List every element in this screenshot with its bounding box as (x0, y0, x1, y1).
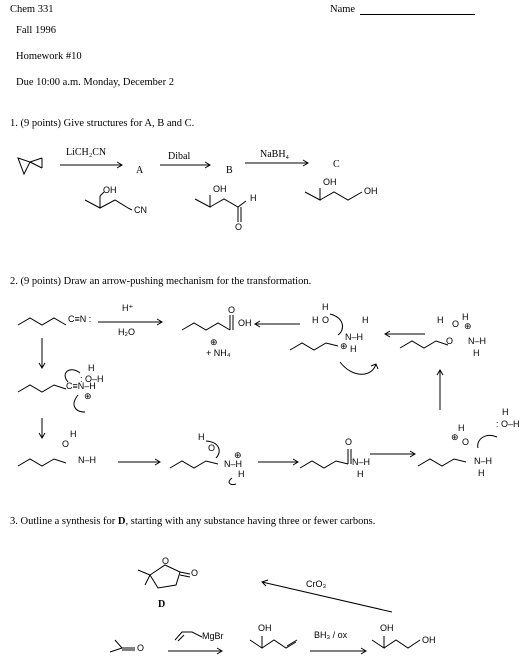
water2-h: H (502, 407, 509, 417)
protonated-imidic-nh: N–H (224, 459, 243, 469)
reagent-lich2cn: LiCH₂CN (66, 147, 107, 158)
q3-prompt-target: D (117, 516, 126, 527)
amide-h: H (357, 469, 364, 479)
acetone-o: O (137, 643, 145, 653)
grignard-reagent: MgBr (202, 631, 224, 641)
c-hydroxyl-end: OH (364, 186, 378, 196)
protonated-amide-o: O (462, 437, 470, 447)
hydroboration-reagent: BH₃ / ox (314, 630, 348, 640)
diol-oh-end: OH (422, 635, 436, 645)
q1-prompt: 1. (9 points) Give structures for A, B a… (10, 118, 195, 129)
imidic-h: H (70, 429, 77, 439)
lactone-ring-o: O (162, 556, 170, 566)
tetrahedral-charge: ⊕ (340, 341, 348, 351)
label-a: A (136, 165, 144, 176)
label-c: C (333, 159, 340, 170)
right-o: O (452, 319, 460, 329)
protonated-imidic-h2: H (238, 469, 245, 479)
lactone-carbonyl-o: O (191, 568, 199, 578)
q3-prompt: 3. Outline a synthesis for D, starting w… (10, 516, 376, 528)
protonated-imidic-h: H (198, 432, 205, 442)
b-aldehyde-h: H (250, 193, 257, 203)
right-o2: O (446, 336, 454, 346)
amide-o: O (345, 437, 353, 447)
b-hydroxyl: OH (213, 184, 227, 194)
protonated-amide-h2: H (478, 468, 485, 478)
protonated-amide-charge: ⊕ (451, 432, 459, 442)
homework-number: Homework #10 (16, 51, 82, 62)
protonated-amide-h: H (458, 423, 465, 433)
tetrahedral-h2: H (312, 315, 319, 325)
right-nh: N–H (468, 336, 487, 346)
label-d: D (158, 599, 166, 610)
tetrahedral-h3: H (362, 315, 369, 325)
alcohol-oh: OH (258, 623, 272, 633)
water-reagent: H₂O (118, 327, 135, 337)
water-attack: : O–H (80, 374, 104, 384)
diol-oh-top: OH (380, 623, 394, 633)
water-h: H (88, 363, 95, 373)
imidic-o: O (62, 439, 70, 449)
q3-prompt-end: , starting with any substance having thr… (125, 516, 376, 527)
tetrahedral-o: O (322, 315, 330, 325)
right-charge: ⊕ (464, 321, 472, 331)
protonated-imidic-o: O (208, 443, 216, 453)
imidic-nh: N–H (78, 455, 97, 465)
nitrilium: C≡N–H (66, 381, 96, 391)
reagent-dibal: Dibal (168, 151, 191, 162)
reagent-nabh4: NaBH₄ (260, 149, 290, 160)
term: Fall 1996 (16, 25, 56, 36)
water2-attack: : O–H (496, 419, 520, 429)
proton-reagent: H⁺ (122, 303, 134, 313)
due-date: Due 10:00 a.m. Monday, December 2 (16, 77, 174, 88)
c-hydroxyl-top: OH (323, 177, 337, 187)
right-h1: H (437, 315, 444, 325)
ammonium: + NH₄ (206, 348, 231, 358)
amide-nh: N–H (352, 457, 371, 467)
a-hydroxyl: OH (103, 185, 117, 195)
protonated-amide-nh: N–H (474, 456, 493, 466)
nitrile-group: C≡N : (68, 314, 92, 324)
tetrahedral-h1: H (322, 302, 329, 312)
acid-oh: OH (238, 318, 252, 328)
q3-prompt-start: 3. Outline a synthesis for (10, 516, 118, 527)
a-nitrile: CN (134, 205, 147, 215)
tetrahedral-nh: N–H (345, 332, 364, 342)
acid-o: O (228, 305, 236, 315)
ammonium-charge: ⊕ (210, 337, 218, 347)
course-title: Chem 331 (10, 4, 54, 15)
right-h3: H (473, 348, 480, 358)
name-label: Name (330, 4, 356, 15)
q2-prompt: 2. (9 points) Draw an arrow-pushing mech… (10, 276, 312, 287)
cro3-reagent: CrO₃ (306, 579, 327, 589)
protonated-imidic-charge: ⊕ (234, 450, 242, 460)
right-h2: H (462, 312, 469, 322)
tetrahedral-h4: H (350, 344, 357, 354)
label-b: B (226, 165, 233, 176)
b-aldehyde-o: O (235, 222, 243, 232)
nitrilium-charge: ⊕ (84, 391, 92, 401)
name-field-line[interactable] (360, 14, 475, 15)
